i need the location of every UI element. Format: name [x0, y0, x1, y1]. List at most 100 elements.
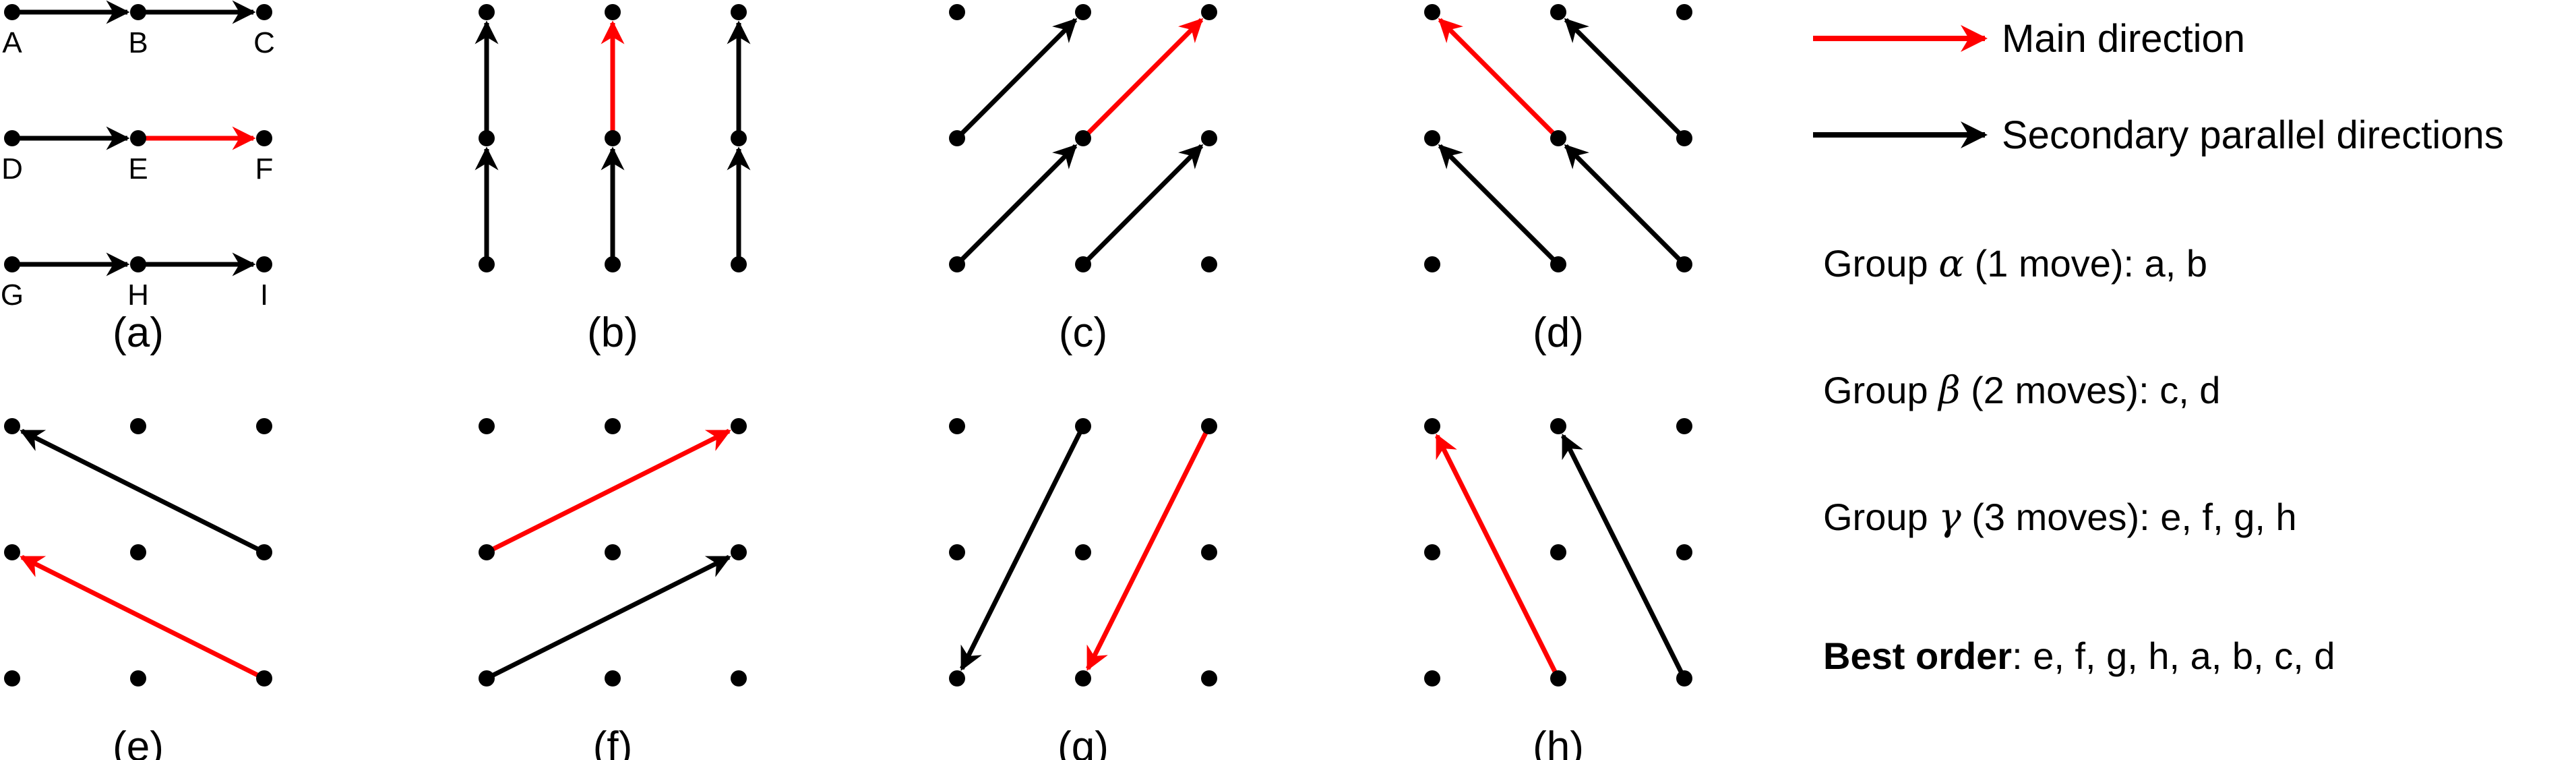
grid-node	[1550, 4, 1566, 20]
panel-caption-a: (a)	[113, 310, 164, 356]
grid-node	[949, 4, 965, 20]
grid-node	[605, 544, 621, 560]
grid-node	[605, 418, 621, 434]
grid-node	[1075, 418, 1091, 434]
grid-node	[1676, 130, 1692, 146]
grid-node	[4, 256, 20, 272]
grid-node	[605, 256, 621, 272]
grid-node	[1075, 130, 1091, 146]
legend-secondary-label: Secondary parallel directions	[2002, 113, 2504, 157]
panel-d: (d)	[1424, 4, 1692, 356]
grid-node	[949, 544, 965, 560]
grid-node	[130, 130, 146, 146]
grid-node	[605, 130, 621, 146]
panel-caption-c: (c)	[1059, 310, 1107, 356]
grid-node	[731, 4, 747, 20]
grid-node	[4, 130, 20, 146]
best-order-value: : e, f, g, h, a, b, c, d	[2012, 635, 2335, 677]
secondary-direction-arrow-1	[1561, 434, 1687, 680]
grid-node	[256, 4, 272, 20]
grid-node	[731, 418, 747, 434]
grid-node	[1201, 130, 1217, 146]
grid-node	[1075, 4, 1091, 20]
grid-node	[256, 670, 272, 686]
grid-node	[1424, 130, 1440, 146]
panel-caption-f: (f)	[593, 724, 633, 760]
grid-node	[1075, 544, 1091, 560]
group-gamma-symbol: γ	[1938, 496, 1961, 539]
grid-node	[130, 256, 146, 272]
grid-node	[605, 670, 621, 686]
main-direction-arrow	[1086, 425, 1212, 671]
grid-node	[605, 4, 621, 20]
grid-node	[479, 4, 495, 20]
grid-node	[1075, 256, 1091, 272]
grid-node	[1550, 418, 1566, 434]
grid-node	[1201, 544, 1217, 560]
main-direction-arrow	[485, 429, 731, 555]
node-label-f: F	[255, 152, 274, 185]
grid-node	[949, 256, 965, 272]
node-label-i: I	[260, 279, 268, 312]
grid-node	[130, 418, 146, 434]
panel-e: (e)	[4, 418, 272, 760]
secondary-direction-arrow-1	[960, 425, 1086, 671]
node-label-e: E	[128, 152, 148, 185]
panel-b: (b)	[474, 4, 751, 356]
grid-node	[256, 418, 272, 434]
grid-node	[1676, 4, 1692, 20]
best-order: Best order: e, f, g, h, a, b, c, d	[1823, 635, 2335, 677]
grid-node	[731, 130, 747, 146]
grid-node	[479, 670, 495, 686]
group-beta: Group β (2 moves): c, d	[1823, 369, 2220, 413]
group-gamma-prefix: Group	[1823, 496, 1938, 538]
secondary-direction-arrow-2	[955, 18, 1078, 140]
group-gamma-suffix: (3 moves): e, f, g, h	[1961, 496, 2297, 538]
grid-node	[4, 670, 20, 686]
grid-node	[130, 670, 146, 686]
grid-node	[1550, 130, 1566, 146]
grid-node	[1550, 256, 1566, 272]
main-direction-arrow	[1081, 18, 1204, 140]
panel-c: (c)	[949, 4, 1217, 356]
secondary-direction-arrow-3	[1081, 144, 1204, 266]
main-direction-arrow	[20, 555, 266, 681]
grid-node	[479, 418, 495, 434]
secondary-direction-arrow-1	[955, 144, 1078, 266]
panel-caption-d: (d)	[1533, 310, 1584, 356]
grid-node	[949, 130, 965, 146]
secondary-direction-arrow-3	[1564, 144, 1686, 266]
panel-caption-h: (h)	[1533, 724, 1584, 760]
grid-node	[731, 544, 747, 560]
secondary-direction-arrow-1	[485, 555, 731, 681]
grid-node	[949, 670, 965, 686]
group-beta-prefix: Group	[1823, 369, 1938, 411]
grid-node	[479, 544, 495, 560]
group-alpha-suffix: (1 move): a, b	[1964, 242, 2207, 285]
node-label-c: C	[253, 26, 275, 59]
grid-node	[1676, 418, 1692, 434]
grid-node	[1075, 670, 1091, 686]
grid-node	[130, 544, 146, 560]
grid-node	[949, 418, 965, 434]
group-list: Group α (1 move): a, b Group β (2 moves)…	[1823, 242, 2335, 677]
grid-node	[1201, 670, 1217, 686]
group-gamma: Group γ (3 moves): e, f, g, h	[1823, 496, 2297, 539]
panel-caption-e: (e)	[113, 724, 164, 760]
grid-node	[130, 4, 146, 20]
secondary-direction-arrow-1	[20, 429, 266, 555]
node-label-b: B	[128, 26, 148, 59]
grid-node	[4, 4, 20, 20]
grid-node	[256, 544, 272, 560]
group-alpha-prefix: Group	[1823, 242, 1938, 285]
group-alpha-symbol: α	[1938, 242, 1964, 286]
grid-node	[1550, 670, 1566, 686]
node-label-d: D	[1, 152, 23, 185]
panel-h: (h)	[1424, 418, 1692, 760]
grid-node	[1424, 544, 1440, 560]
secondary-direction-arrow-1	[1564, 18, 1686, 140]
node-label-g: G	[1, 279, 24, 312]
